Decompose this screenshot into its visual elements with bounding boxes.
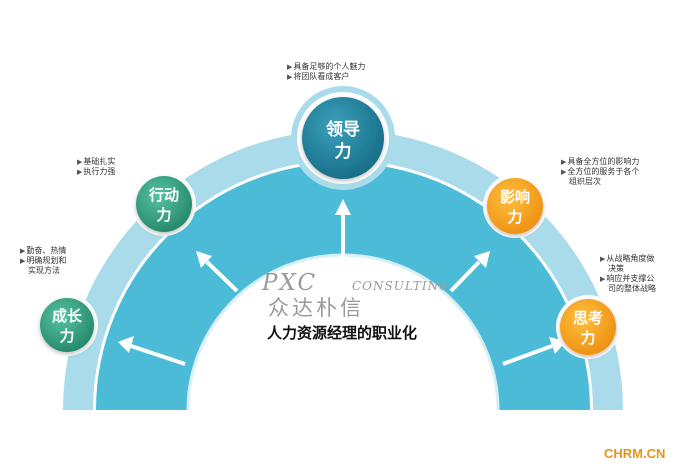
node-yingxiang-line2: 力 — [507, 208, 522, 226]
node-yingxiang: 影响 力 — [483, 174, 547, 238]
bullet-item: ▶从战略角度做 — [600, 254, 655, 263]
node-xingdong: 行动 力 — [132, 172, 196, 236]
bullet-item: ▶勤奋、热情 — [20, 246, 67, 255]
arrow-to-yingxiang — [449, 251, 490, 293]
node-lingdao: 领导 力 — [291, 86, 395, 190]
bullet-item: 决策 — [608, 264, 624, 273]
node-yingxiang-line1: 影响 — [500, 188, 530, 206]
corner-site-mark: CHRM.CN — [604, 446, 666, 461]
triangle-bullet-icon: ▶ — [287, 63, 293, 71]
bullet-item: 实现方法 — [28, 266, 60, 275]
bullet-item: ▶执行力强 — [77, 167, 116, 176]
bullet-item: ▶具备足够的个人魅力 — [287, 62, 366, 71]
bullet-item: ▶全方位的服务于各个 — [561, 167, 640, 176]
bullet-item: 司的整体战略 — [608, 284, 656, 293]
triangle-bullet-icon: ▶ — [77, 158, 83, 166]
node-chengzhang-line1: 成长 — [52, 307, 83, 325]
bullet-item: ▶响应并支撑公 — [600, 274, 655, 283]
arrow-to-xingdong — [196, 251, 239, 293]
node-lingdao-line2: 力 — [335, 141, 352, 162]
bullet-item: ▶具备全方位的影响力 — [561, 157, 640, 166]
node-sikao-line1: 思考 — [573, 309, 603, 327]
node-sikao: 思考 力 — [556, 295, 620, 359]
triangle-bullet-icon: ▶ — [600, 255, 606, 263]
bullet-item: ▶将团队看成客户 — [287, 72, 350, 81]
triangle-bullet-icon: ▶ — [20, 247, 26, 255]
node-xingdong-line1: 行动 — [148, 186, 179, 204]
bullet-item: 组织层次 — [569, 177, 601, 186]
arrow-to-lingdao — [335, 199, 351, 258]
node-chengzhang: 成长 力 — [36, 294, 98, 356]
watermark-brand-sub: CONSULTING — [352, 279, 450, 293]
bullet-item: ▶明确规划和 — [20, 256, 67, 265]
node-sikao-line2: 力 — [580, 329, 595, 347]
watermark-brand-cn: 众达朴信 — [268, 296, 364, 320]
watermark-brand-main: PXC — [262, 270, 318, 296]
node-lingdao-line1: 领导 — [326, 119, 360, 140]
triangle-bullet-icon: ▶ — [20, 257, 26, 265]
triangle-bullet-icon: ▶ — [561, 158, 567, 166]
triangle-bullet-icon: ▶ — [561, 168, 567, 176]
bullets-lingdao: ▶具备足够的个人魅力 ▶将团队看成客户 — [287, 62, 365, 82]
inner-arc-band — [96, 163, 590, 410]
triangle-bullet-icon: ▶ — [77, 168, 83, 176]
diagram-title: 人力资源经理的职业化 — [266, 324, 417, 342]
outer-arc-band — [63, 130, 623, 410]
node-chengzhang-line2: 力 — [59, 327, 74, 345]
bullets-yingxiang: ▶具备全方位的影响力 ▶全方位的服务于各个 组织层次 — [561, 157, 639, 187]
bullets-chengzhang: ▶勤奋、热情 ▶明确规划和 实现方法 — [20, 246, 66, 276]
bullet-item: ▶基础扎实 — [77, 157, 116, 166]
triangle-bullet-icon: ▶ — [287, 73, 293, 81]
bullets-xingdong: ▶基础扎实 ▶执行力强 — [77, 157, 115, 177]
triangle-bullet-icon: ▶ — [600, 275, 606, 283]
arrow-to-chengzhang — [118, 336, 186, 366]
node-xingdong-line2: 力 — [156, 206, 171, 224]
bullets-sikao: ▶从战略角度做 决策 ▶响应并支撑公 司的整体战略 — [600, 254, 656, 294]
